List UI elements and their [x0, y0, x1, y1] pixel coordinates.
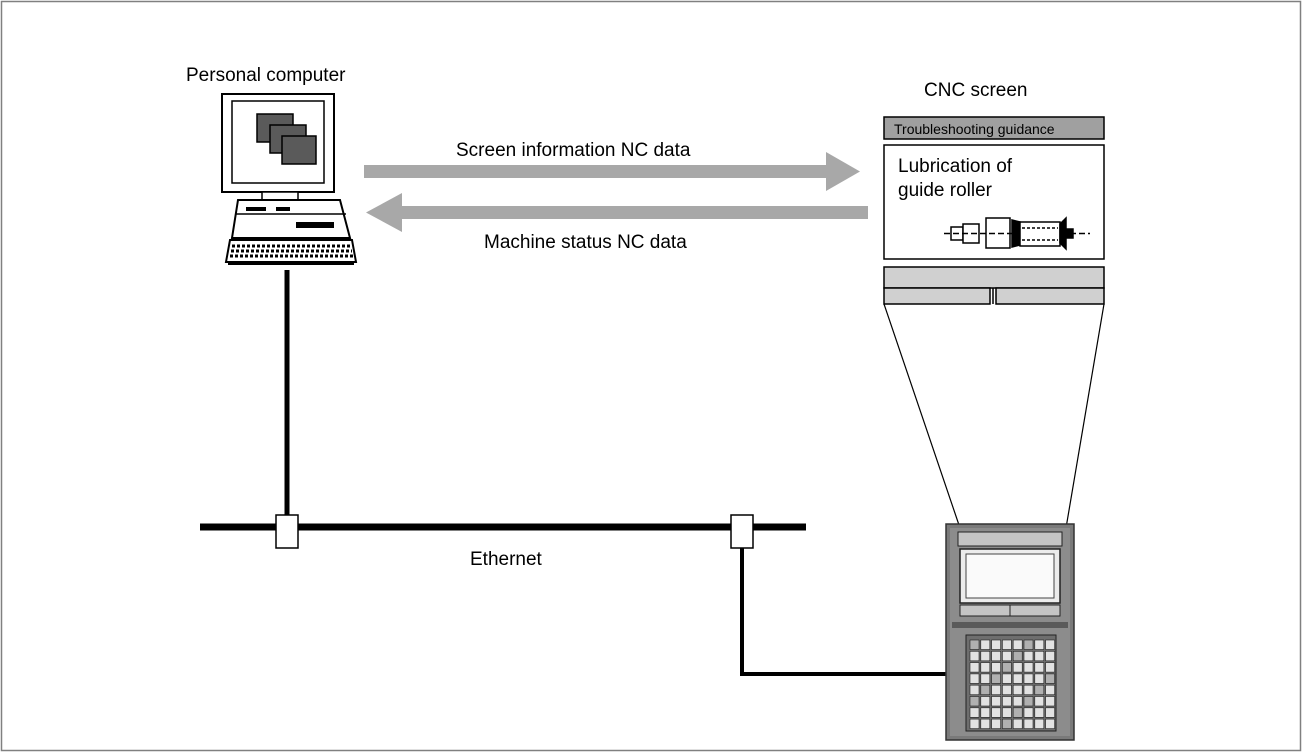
- panel-header-bar: [883, 116, 1105, 140]
- keypad-key: [1023, 639, 1034, 650]
- keypad-key: [969, 673, 980, 684]
- keypad-key: [1012, 673, 1023, 684]
- keypad-key: [1023, 707, 1034, 718]
- keypad-key: [991, 707, 1001, 718]
- panel-body-line1: Lubrication of: [898, 156, 1013, 177]
- projection-line-left: [883, 303, 961, 529]
- keypad-key: [969, 650, 980, 662]
- keypad-key: [980, 673, 991, 684]
- keypad-key: [991, 650, 1001, 662]
- keypad-key: [980, 650, 991, 662]
- keypad-key: [1045, 707, 1055, 718]
- cnc-screen-label: CNC screen: [924, 80, 1027, 101]
- keypad-key: [1012, 662, 1023, 673]
- soft-key: [995, 287, 1105, 305]
- keypad-key: [1045, 684, 1055, 696]
- keypad-key: [969, 696, 980, 707]
- keypad-key: [1034, 696, 1045, 707]
- keypad-key: [991, 718, 1001, 729]
- keypad-key: [991, 662, 1001, 673]
- keypad-key: [1045, 662, 1055, 673]
- keypad-key: [980, 696, 991, 707]
- keypad-key: [1023, 684, 1034, 696]
- cnc-unit-icon: [945, 523, 1075, 741]
- personal-computer-icon: [221, 93, 358, 265]
- keypad-key: [1045, 696, 1055, 707]
- keypad-key: [991, 684, 1001, 696]
- keypad-key: [1034, 639, 1045, 650]
- panel-body-line2: guide roller: [898, 180, 993, 201]
- keypad-key: [1002, 696, 1012, 707]
- keypad-key: [1045, 673, 1055, 684]
- cnc-transceiver: [730, 514, 754, 549]
- keypad-key: [1012, 650, 1023, 662]
- ethernet-label: Ethernet: [470, 549, 543, 570]
- keypad-key: [1012, 718, 1023, 729]
- keypad-key: [1023, 650, 1034, 662]
- keypad-key: [1002, 662, 1012, 673]
- keypad-key: [1034, 662, 1045, 673]
- soft-key-strip: [883, 266, 1105, 289]
- cnc-screen-panel: [883, 116, 1105, 305]
- keypad-key: [1002, 707, 1012, 718]
- keypad-key: [991, 696, 1001, 707]
- keypad-key: [969, 639, 980, 650]
- keypad-key: [969, 718, 980, 729]
- keypad-key: [1012, 639, 1023, 650]
- keypad-key: [991, 673, 1001, 684]
- arrow-bottom-label: Machine status NC data: [484, 232, 687, 253]
- projection-line-right: [1065, 303, 1105, 529]
- panel-header-label: Troubleshooting guidance: [894, 121, 1055, 137]
- keypad-key: [1002, 684, 1012, 696]
- keypad-key: [1045, 650, 1055, 662]
- keypad-key: [969, 662, 980, 673]
- soft-key: [883, 287, 991, 305]
- keypad-key: [1023, 718, 1034, 729]
- keypad-key: [991, 639, 1001, 650]
- arrow-to-pc: [366, 193, 868, 232]
- keypad-key: [1034, 718, 1045, 729]
- keypad-key: [1034, 684, 1045, 696]
- window-icon: [281, 135, 317, 165]
- keypad-key: [1034, 673, 1045, 684]
- pc-transceiver: [275, 514, 299, 549]
- arrow-to-cnc: [364, 152, 860, 191]
- keypad-key: [980, 707, 991, 718]
- cnc-drop-cable: [740, 548, 946, 676]
- guide-roller-icon: [944, 216, 1090, 251]
- keypad-key: [969, 684, 980, 696]
- keypad-key: [980, 662, 991, 673]
- keypad-key: [1012, 707, 1023, 718]
- keypad-key: [1012, 684, 1023, 696]
- keypad-key: [980, 639, 991, 650]
- keypad-key: [1002, 673, 1012, 684]
- keypad-key: [1034, 650, 1045, 662]
- arrow-top-label: Screen information NC data: [456, 140, 691, 161]
- keypad-key: [1045, 718, 1055, 729]
- keypad-key: [1034, 707, 1045, 718]
- keypad-key: [1045, 639, 1055, 650]
- keypad-key: [1002, 650, 1012, 662]
- keypad-key: [1023, 673, 1034, 684]
- keypad-key: [1023, 662, 1034, 673]
- keypad-key: [1012, 696, 1023, 707]
- keypad-key: [1002, 639, 1012, 650]
- personal-computer-label: Personal computer: [186, 65, 346, 86]
- keypad-key: [969, 707, 980, 718]
- keypad-key: [980, 684, 991, 696]
- keypad-key: [1002, 718, 1012, 729]
- keypad-key: [980, 718, 991, 729]
- keypad-key: [1023, 696, 1034, 707]
